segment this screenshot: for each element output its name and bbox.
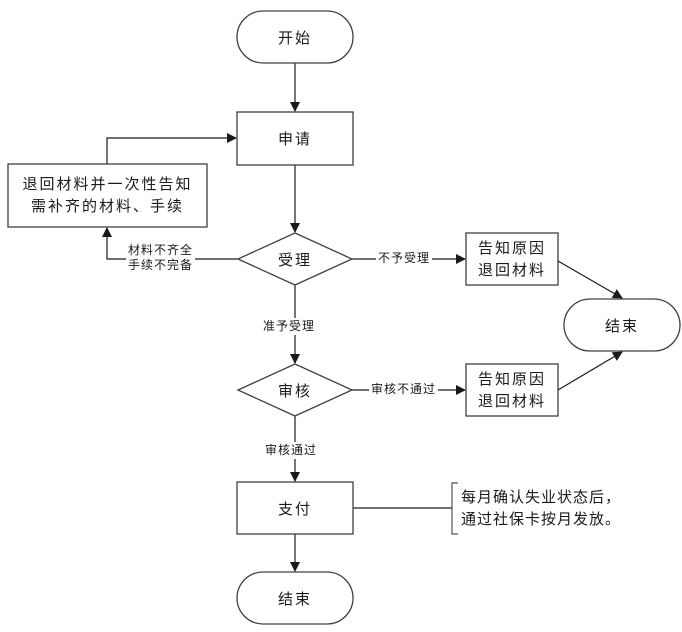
pay-box [236,481,354,535]
notify-reject-1-line-1: 告知原因 [477,239,546,257]
return-materials-box [7,163,208,228]
end-right-label: 结束 [604,317,639,335]
end-terminator-right [563,298,681,352]
apply-label: 申请 [277,130,312,148]
end-bottom-label: 结束 [277,590,312,608]
accept-diamond [236,232,354,286]
note-bracket [451,482,458,535]
edge-label-review-passed: 审核通过 [263,442,320,459]
end-terminator-bottom [236,571,354,625]
return-materials-label: 退回材料并一次性告知 需补齐的材料、手续 [8,173,207,217]
pay-label: 支付 [277,500,312,518]
accept-label: 受理 [277,251,312,269]
edge-label-accepted: 准予受理 [261,318,318,335]
notify-reject-1-line-2: 退回材料 [477,261,546,279]
edge-label-not-accepted: 不予受理 [376,251,433,266]
start-label: 开始 [277,29,312,47]
notify-reject-2-line-1: 告知原因 [477,370,546,388]
edge-return-to-apply [106,133,237,164]
edge-label-incomplete-line-1: 材料不齐全 [128,243,194,257]
edge-notify1-to-end [557,260,623,299]
review-diamond [236,363,354,417]
notify-reject-2-label: 告知原因 退回材料 [466,368,558,412]
edge-notify2-to-end [557,351,623,391]
edge-label-review-failed: 审核不通过 [369,382,439,397]
apply-box [236,111,354,166]
pay-note: 每月确认失业状态后， 通过社保卡按月发放。 [461,486,621,530]
notify-reject-1-label: 告知原因 退回材料 [466,237,558,281]
start-terminator [236,10,354,64]
notify-reject-box-2 [465,363,559,417]
edge-label-incomplete: 材料不齐全 手续不完备 [126,243,196,273]
notify-reject-box-1 [465,232,559,286]
review-label: 审核 [277,382,312,400]
edge-label-incomplete-line-2: 手续不完备 [128,258,194,272]
return-materials-line-1: 退回材料并一次性告知 [22,175,193,193]
notify-reject-2-line-2: 退回材料 [477,392,546,410]
pay-note-line-2: 通过社保卡按月发放。 [461,510,622,528]
pay-note-line-1: 每月确认失业状态后， [461,488,622,506]
return-materials-line-2: 需补齐的材料、手续 [30,197,184,215]
